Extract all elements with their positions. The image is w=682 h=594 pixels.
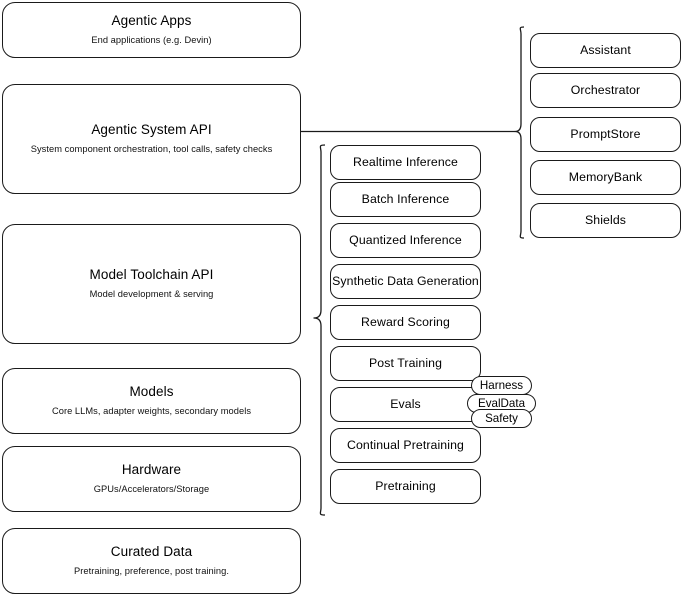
eval-pill-safety[interactable]: Safety xyxy=(471,409,532,428)
eval-pill-label: Harness xyxy=(479,379,524,392)
eval-pill-label: EvalData xyxy=(477,397,526,410)
layer-subtitle: GPUs/Accelerators/Storage xyxy=(93,484,210,495)
toolchain-item-label: Realtime Inference xyxy=(352,154,458,169)
toolchain-item-batch-inference[interactable]: Batch Inference xyxy=(330,182,481,217)
eval-pill-harness[interactable]: Harness xyxy=(471,376,532,395)
toolchain-item-label: Synthetic Data Generation xyxy=(332,273,479,288)
layer-title: Curated Data xyxy=(110,544,193,560)
toolchain-item-label: Post Training xyxy=(368,355,443,370)
layer-title: Models xyxy=(129,384,174,400)
system-components-brace xyxy=(514,26,525,239)
toolchain-item-reward-scoring[interactable]: Reward Scoring xyxy=(330,305,481,340)
toolchain-item-realtime-inference[interactable]: Realtime Inference xyxy=(330,145,481,180)
toolchain-item-pretraining[interactable]: Pretraining xyxy=(330,469,481,504)
layer-agentic-system-api[interactable]: Agentic System API System component orch… xyxy=(2,84,301,194)
layer-hardware[interactable]: Hardware GPUs/Accelerators/Storage xyxy=(2,446,301,512)
toolchain-item-quantized-inference[interactable]: Quantized Inference xyxy=(330,223,481,258)
layer-subtitle: Pretraining, preference, post training. xyxy=(74,566,229,577)
system-item-shields[interactable]: Shields xyxy=(530,203,681,238)
system-item-label: Shields xyxy=(584,212,627,227)
layer-agentic-apps[interactable]: Agentic Apps End applications (e.g. Devi… xyxy=(2,2,301,58)
layer-subtitle: End applications (e.g. Devin) xyxy=(91,35,212,46)
layer-title: Hardware xyxy=(121,462,182,478)
system-item-label: Assistant xyxy=(580,42,631,57)
toolchain-item-continual-pretraining[interactable]: Continual Pretraining xyxy=(330,428,481,463)
layer-title: Model Toolchain API xyxy=(89,267,214,283)
system-item-label: PromptStore xyxy=(570,126,641,141)
layer-subtitle: Model development & serving xyxy=(89,289,214,300)
toolchain-item-evals[interactable]: Evals xyxy=(330,387,481,422)
toolchain-item-label: Continual Pretraining xyxy=(347,437,464,452)
toolchain-item-label: Evals xyxy=(390,396,421,411)
toolchain-item-label: Batch Inference xyxy=(361,191,450,206)
toolchain-item-synthetic-data-generation[interactable]: Synthetic Data Generation xyxy=(330,264,481,299)
toolchain-item-post-training[interactable]: Post Training xyxy=(330,346,481,381)
toolchain-item-label: Pretraining xyxy=(375,478,436,493)
toolchain-item-label: Quantized Inference xyxy=(349,232,462,247)
system-item-label: MemoryBank xyxy=(568,169,643,184)
layer-title: Agentic System API xyxy=(91,122,212,138)
layer-model-toolchain-api[interactable]: Model Toolchain API Model development & … xyxy=(2,224,301,344)
system-item-promptstore[interactable]: PromptStore xyxy=(530,117,681,152)
layer-title: Agentic Apps xyxy=(111,13,192,29)
layer-subtitle: Core LLMs, adapter weights, secondary mo… xyxy=(51,406,252,417)
system-item-orchestrator[interactable]: Orchestrator xyxy=(530,73,681,108)
layer-curated-data[interactable]: Curated Data Pretraining, preference, po… xyxy=(2,528,301,594)
toolchain-components-brace xyxy=(313,144,326,516)
system-item-memorybank[interactable]: MemoryBank xyxy=(530,160,681,195)
eval-pill-label: Safety xyxy=(485,412,518,425)
system-item-label: Orchestrator xyxy=(570,82,641,97)
system-item-assistant[interactable]: Assistant xyxy=(530,33,681,68)
layer-models[interactable]: Models Core LLMs, adapter weights, secon… xyxy=(2,368,301,434)
toolchain-item-label: Reward Scoring xyxy=(361,314,450,329)
layer-subtitle: System component orchestration, tool cal… xyxy=(30,144,273,155)
